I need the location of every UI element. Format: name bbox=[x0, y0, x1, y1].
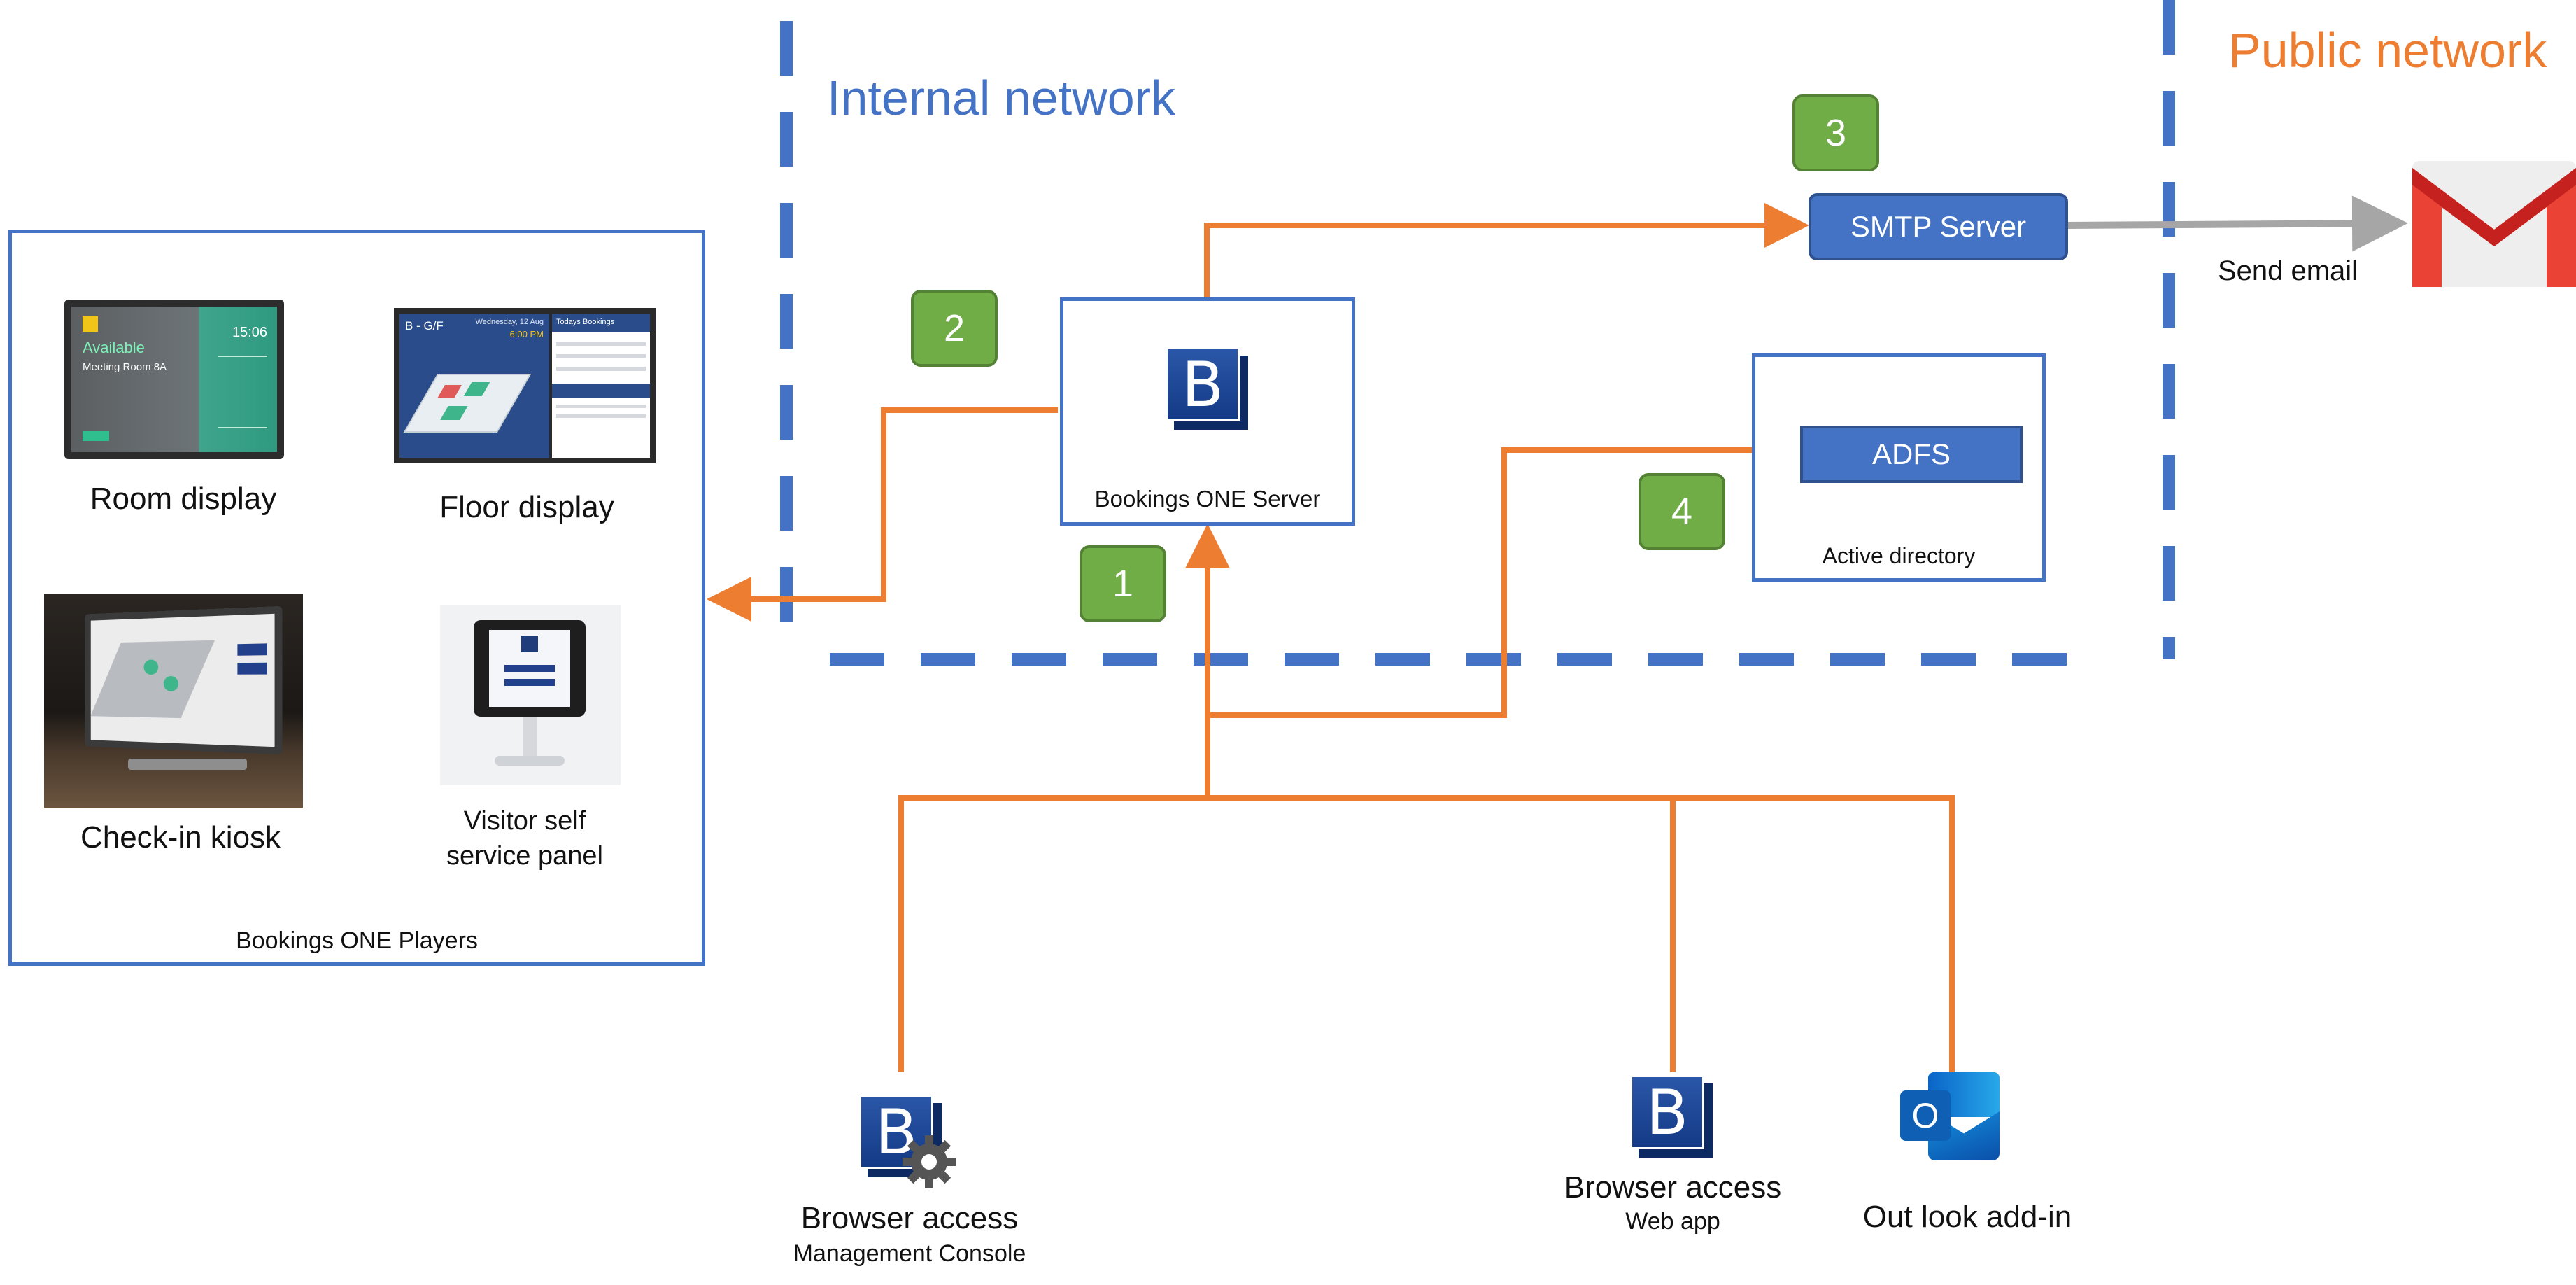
connector-server-to-smtp bbox=[1204, 203, 1809, 297]
room-display-schedule bbox=[218, 356, 267, 428]
room-display-status: Available bbox=[83, 339, 145, 356]
step-badge-4: 4 bbox=[1639, 473, 1725, 550]
floor-display-time: 6:00 PM bbox=[509, 329, 544, 339]
checkin-kiosk-device bbox=[44, 594, 303, 808]
room-display-label: Room display bbox=[90, 482, 277, 516]
floor-plan-graphic bbox=[403, 374, 532, 433]
floor-display-date: Wednesday, 12 Aug bbox=[475, 318, 544, 326]
connector-to-adfs bbox=[1208, 428, 1799, 718]
connector-smtp-to-email bbox=[2067, 195, 2408, 252]
send-email-label: Send email bbox=[2217, 255, 2358, 286]
step-badge-2: 2 bbox=[911, 290, 998, 367]
floor-display-bookings: Todays Bookings bbox=[552, 314, 650, 458]
bookings-server-logo-icon: B bbox=[1166, 347, 1248, 430]
room-display-book-button bbox=[83, 431, 109, 441]
players-caption: Bookings ONE Players bbox=[236, 927, 478, 954]
checkin-kiosk-screen bbox=[85, 605, 283, 755]
management-console-icon: B bbox=[856, 1092, 961, 1190]
outlook-addin-title: Out look add-in bbox=[1862, 1200, 2072, 1234]
floor-display-label: Floor display bbox=[439, 490, 614, 524]
visitor-panel-screen bbox=[474, 620, 586, 717]
connector-client-bus bbox=[898, 795, 1955, 1072]
room-display-logo-icon bbox=[83, 316, 98, 332]
floor-display-header: B - G/F bbox=[405, 319, 444, 332]
web-app-subtitle: Web app bbox=[1625, 1208, 1720, 1235]
internal-network-label: Internal network bbox=[827, 71, 1176, 125]
adfs-node: ADFS bbox=[1800, 426, 2023, 483]
floor-display-device: B - G/F Wednesday, 12 Aug 6:00 PM Todays… bbox=[394, 308, 656, 463]
email-icon bbox=[2412, 161, 2576, 287]
room-display-room: Meeting Room 8A bbox=[83, 361, 167, 373]
room-display-time: 15:06 bbox=[232, 325, 267, 340]
checkin-kiosk-label: Check-in kiosk bbox=[80, 820, 281, 855]
bookings-server-box: B Bookings ONE Server bbox=[1060, 297, 1355, 526]
outlook-icon: O bbox=[1900, 1072, 2002, 1162]
active-directory-label: Active directory bbox=[1822, 543, 1976, 568]
web-app-title: Browser access bbox=[1564, 1170, 1782, 1205]
step-badge-3: 3 bbox=[1792, 94, 1879, 171]
visitor-panel-label-line2: service panel bbox=[446, 841, 603, 871]
web-app-icon: B bbox=[1630, 1075, 1713, 1158]
gear-icon bbox=[903, 1135, 956, 1188]
management-console-subtitle: Management Console bbox=[793, 1240, 1026, 1267]
public-network-label: Public network bbox=[2228, 23, 2547, 78]
room-display-screen: Available Meeting Room 8A 15:06 bbox=[71, 307, 277, 452]
active-directory-box: ADFS Active directory bbox=[1752, 353, 2046, 582]
floor-display-panel-title: Todays Bookings bbox=[552, 314, 650, 332]
visitor-panel-device bbox=[440, 605, 621, 785]
step-badge-1: 1 bbox=[1080, 545, 1166, 622]
floor-display-map: B - G/F Wednesday, 12 Aug 6:00 PM bbox=[399, 314, 549, 458]
visitor-panel-label-line1: Visitor self bbox=[463, 806, 586, 836]
room-display-device: Available Meeting Room 8A 15:06 bbox=[64, 300, 284, 459]
connector-server-to-players bbox=[707, 407, 1058, 622]
bookings-server-label: Bookings ONE Server bbox=[1094, 486, 1321, 512]
management-console-title: Browser access bbox=[800, 1201, 1019, 1235]
smtp-server-node: SMTP Server bbox=[1809, 193, 2068, 260]
